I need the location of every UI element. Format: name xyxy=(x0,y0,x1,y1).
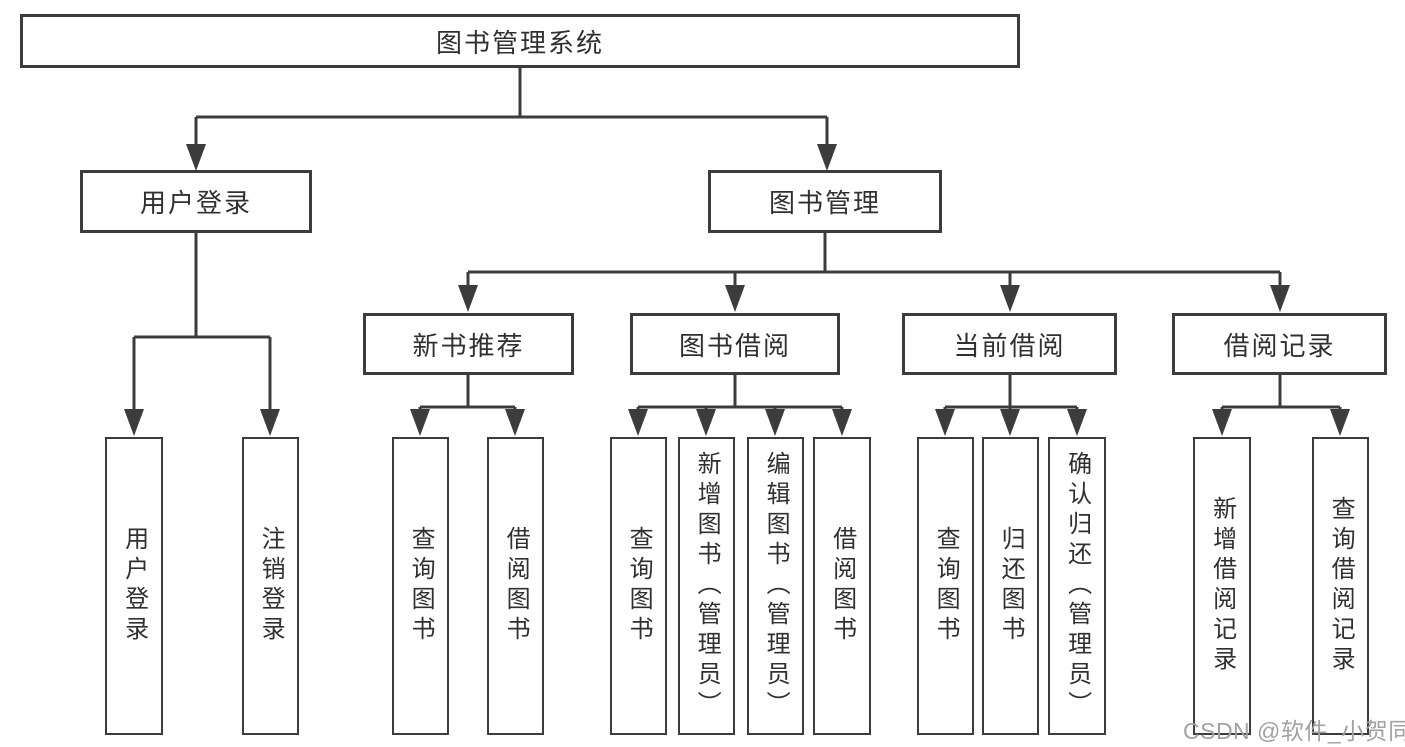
leaf-cb-return-book-label: 归还图书 xyxy=(997,526,1025,646)
leaf-cb-confirm-return: 确认归还（管理员） xyxy=(1048,437,1106,735)
csdn-watermark: CSDN @软件_小贺同学 xyxy=(1183,718,1405,744)
node-library-system: 图书管理系统 xyxy=(20,14,1020,68)
leaf-user-login-label: 用户登录 xyxy=(120,526,148,646)
leaf-bb-add-book-label: 新增图书（管理员） xyxy=(693,451,721,721)
leaf-bb-add-book: 新增图书（管理员） xyxy=(678,437,735,735)
node-book-borrow: 图书借阅 xyxy=(630,313,840,375)
leaf-cb-query-book: 查询图书 xyxy=(917,437,974,735)
leaf-nbr-query-book-label: 查询图书 xyxy=(407,526,435,646)
leaf-user-login: 用户登录 xyxy=(105,437,163,735)
leaf-bb-query-book: 查询图书 xyxy=(610,437,667,735)
node-user-login: 用户登录 xyxy=(80,170,312,233)
leaf-br-query-record-label: 查询借阅记录 xyxy=(1327,496,1355,676)
leaf-cb-return-book: 归还图书 xyxy=(982,437,1039,735)
leaf-bb-borrow-book: 借阅图书 xyxy=(813,437,871,735)
node-book-management: 图书管理 xyxy=(708,170,942,233)
leaf-bb-edit-book: 编辑图书（管理员） xyxy=(747,437,804,735)
leaf-cb-confirm-return-label: 确认归还（管理员） xyxy=(1063,451,1091,721)
node-borrow-records: 借阅记录 xyxy=(1172,313,1387,375)
leaf-nbr-query-book: 查询图书 xyxy=(392,437,449,735)
node-new-book-recommend: 新书推荐 xyxy=(363,313,574,375)
leaf-br-add-record: 新增借阅记录 xyxy=(1193,437,1251,735)
leaf-logout-label: 注销登录 xyxy=(257,526,285,646)
leaf-br-query-record: 查询借阅记录 xyxy=(1312,437,1369,735)
leaf-bb-query-book-label: 查询图书 xyxy=(625,526,653,646)
leaf-nbr-borrow-book: 借阅图书 xyxy=(487,437,544,735)
leaf-bb-edit-book-label: 编辑图书（管理员） xyxy=(762,451,790,721)
leaf-bb-borrow-book-label: 借阅图书 xyxy=(828,526,856,646)
node-current-borrow: 当前借阅 xyxy=(902,313,1117,375)
leaf-nbr-borrow-book-label: 借阅图书 xyxy=(502,526,530,646)
leaf-br-add-record-label: 新增借阅记录 xyxy=(1208,496,1236,676)
leaf-cb-query-book-label: 查询图书 xyxy=(932,526,960,646)
leaf-logout: 注销登录 xyxy=(242,437,299,735)
